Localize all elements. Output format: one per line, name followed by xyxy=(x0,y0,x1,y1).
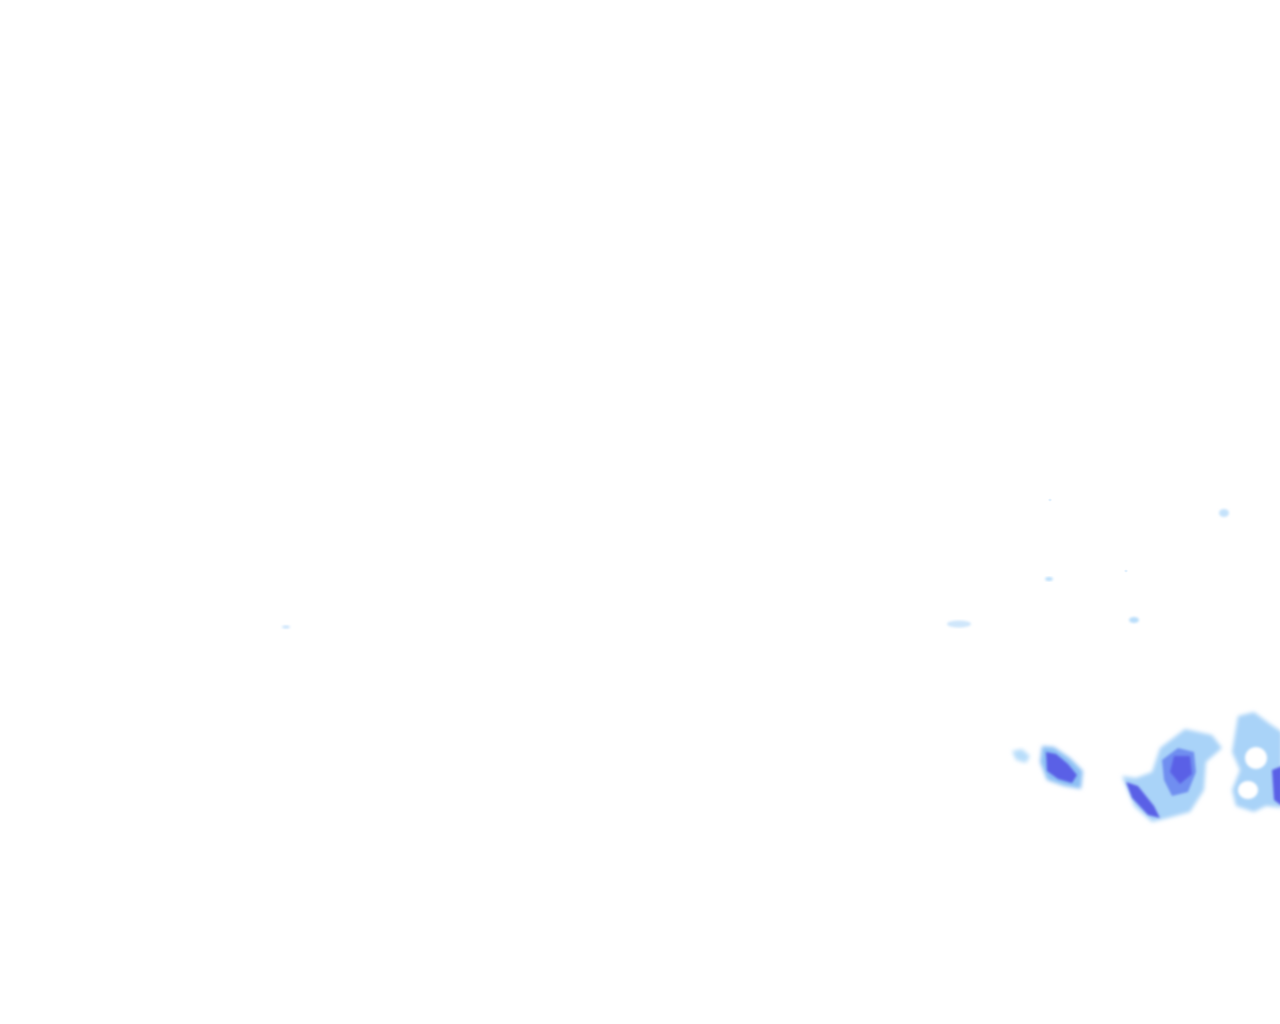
radar-echo-speck xyxy=(1045,577,1053,581)
radar-echo-layer xyxy=(282,498,1280,822)
radar-echo-core xyxy=(1046,752,1077,783)
radar-echo-speck xyxy=(1124,569,1128,573)
radar-echo-gap xyxy=(1238,781,1258,799)
radar-echo-speck xyxy=(1219,509,1229,517)
radar-echo-core xyxy=(1272,766,1280,805)
radar-echo-speck xyxy=(1129,617,1139,623)
radar-echo-speck xyxy=(947,620,971,628)
radar-echo-gap xyxy=(1245,747,1267,769)
radar-echo-speck xyxy=(1048,498,1052,502)
radar-echo-speck xyxy=(282,625,290,629)
radar-echo-cell xyxy=(1012,749,1030,763)
radar-echo-core xyxy=(1170,756,1192,784)
radar-echo-core xyxy=(1126,782,1160,818)
